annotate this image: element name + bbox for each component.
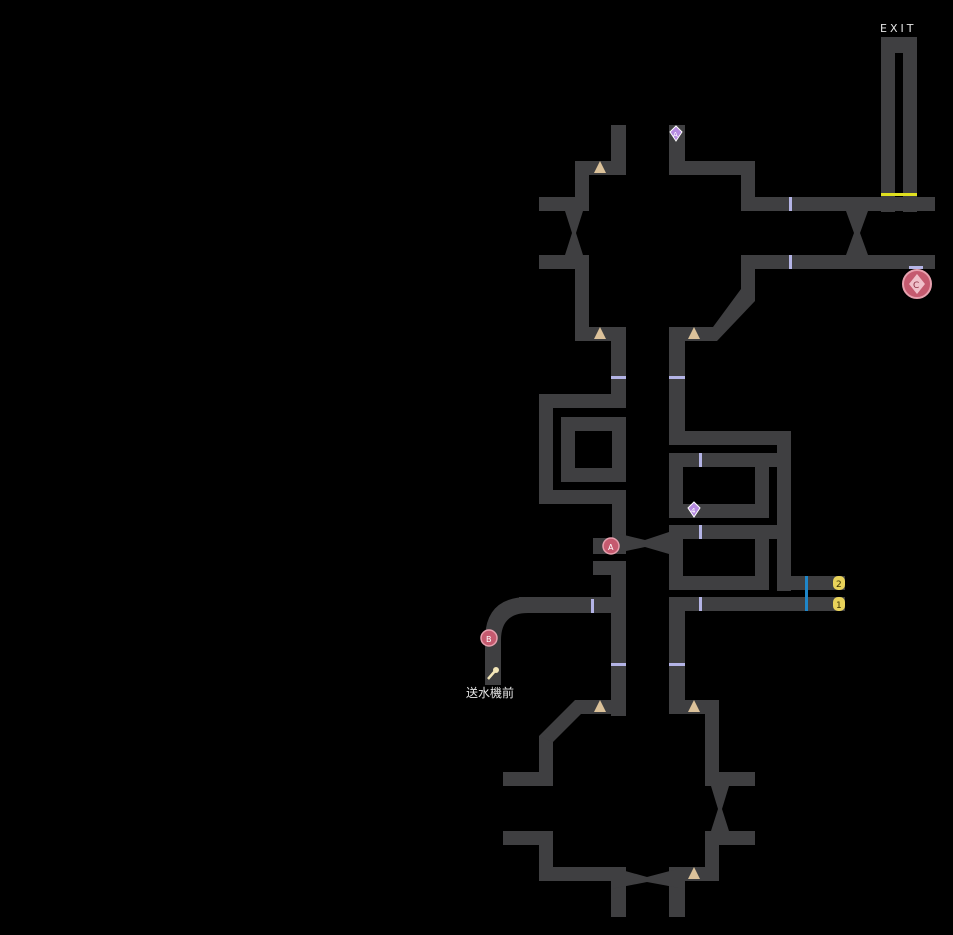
location-label: 送水機前 xyxy=(466,686,515,700)
switch-marker[interactable]: A xyxy=(602,537,620,555)
stairs-up-icon[interactable] xyxy=(594,327,606,339)
door-icon[interactable] xyxy=(611,663,626,666)
valve-marker[interactable]: 1 xyxy=(833,597,845,611)
switch-glyph: A xyxy=(608,543,614,552)
corridor-segment xyxy=(539,736,553,786)
valve-glyph: 1 xyxy=(836,601,842,611)
crystal-marker[interactable]: 4 xyxy=(687,501,701,518)
doors xyxy=(591,197,923,666)
corridor-segment xyxy=(669,161,755,175)
corridor-segment xyxy=(539,394,626,408)
corridor-segment xyxy=(741,255,935,269)
corridor-segment xyxy=(539,700,626,742)
door-icon[interactable] xyxy=(699,525,702,539)
switch-glyph: C xyxy=(913,281,919,291)
switch-marker[interactable]: B xyxy=(480,629,498,647)
crystal-glyph: A xyxy=(673,131,678,139)
switch-glyph: B xyxy=(486,635,492,644)
stairs-up-icon[interactable] xyxy=(594,700,606,712)
crystal-marker[interactable]: A xyxy=(669,125,683,142)
corridor-segment xyxy=(669,525,683,590)
corridor-segment xyxy=(846,211,868,255)
stairs-up-icon[interactable] xyxy=(688,700,700,712)
corridor-segment xyxy=(539,394,553,504)
corridor-segment xyxy=(611,561,626,716)
corridor-segment xyxy=(669,576,769,590)
corridor-segment xyxy=(705,772,755,786)
corridor-segment xyxy=(561,417,575,482)
corridor-segment xyxy=(561,417,626,431)
corridor-segment xyxy=(503,831,553,845)
exit-label: EXIT xyxy=(880,22,917,35)
corridor-segment xyxy=(881,37,895,212)
corridor-segment xyxy=(777,431,791,591)
crystal-icon[interactable] xyxy=(669,125,683,142)
corridor-segment xyxy=(612,490,626,540)
door-icon[interactable] xyxy=(789,197,792,211)
corridor-segment xyxy=(669,453,777,467)
door-icon[interactable] xyxy=(669,376,685,379)
corridor-segment xyxy=(903,37,917,212)
corridor-segment xyxy=(741,197,935,211)
crystal-glyph: 4 xyxy=(691,507,696,515)
stairs-up-icon[interactable] xyxy=(688,867,700,879)
valve-icon[interactable] xyxy=(833,597,845,611)
door-icon[interactable] xyxy=(591,599,594,613)
corridor-segment xyxy=(711,786,729,831)
exit-marker xyxy=(881,193,917,196)
corridor-segment xyxy=(539,490,626,504)
corridor-segment xyxy=(565,211,583,255)
corridor-segment xyxy=(539,867,626,881)
water-gate xyxy=(805,576,808,611)
valve-icon[interactable] xyxy=(833,576,845,590)
stairs-up-icon[interactable] xyxy=(688,327,700,339)
corridor-segment xyxy=(669,327,685,445)
corridor-segment xyxy=(612,417,626,482)
stairs-up-icon[interactable] xyxy=(594,161,606,173)
switch-marker[interactable]: C xyxy=(902,269,932,299)
corridors xyxy=(485,37,935,917)
corridor-segment xyxy=(561,468,614,482)
corridor-segment xyxy=(612,532,669,554)
corridor-segment xyxy=(669,597,845,611)
crystal-icon[interactable] xyxy=(687,501,701,518)
corridor-segment xyxy=(539,197,589,211)
corridor-segment xyxy=(575,255,589,341)
switch-icon[interactable] xyxy=(480,629,498,647)
corridor-segment xyxy=(669,431,791,445)
door-icon[interactable] xyxy=(909,266,923,269)
corridor-segment xyxy=(741,255,755,301)
corridor-segment xyxy=(669,504,769,518)
corridor-segment xyxy=(705,700,719,786)
door-icon[interactable] xyxy=(699,597,702,611)
switch-inner-icon xyxy=(909,274,925,294)
valve-marker[interactable]: 2 xyxy=(833,576,845,590)
corridor-segment xyxy=(669,453,683,518)
corridor-segment xyxy=(669,597,685,713)
corridor-segment xyxy=(485,597,528,685)
corridor-segment xyxy=(519,597,626,613)
player-position-icon xyxy=(487,667,499,680)
door-icon[interactable] xyxy=(789,255,792,269)
door-icon[interactable] xyxy=(611,376,626,379)
corridor-segment xyxy=(669,525,777,539)
corridor-segment xyxy=(611,327,626,407)
corridor-segment xyxy=(611,867,685,889)
corridor-segment xyxy=(777,576,845,590)
stairs xyxy=(594,161,700,879)
door-icon[interactable] xyxy=(669,663,685,666)
valve-glyph: 2 xyxy=(836,580,842,590)
switch-icon[interactable] xyxy=(602,537,620,555)
door-icon[interactable] xyxy=(699,453,702,467)
